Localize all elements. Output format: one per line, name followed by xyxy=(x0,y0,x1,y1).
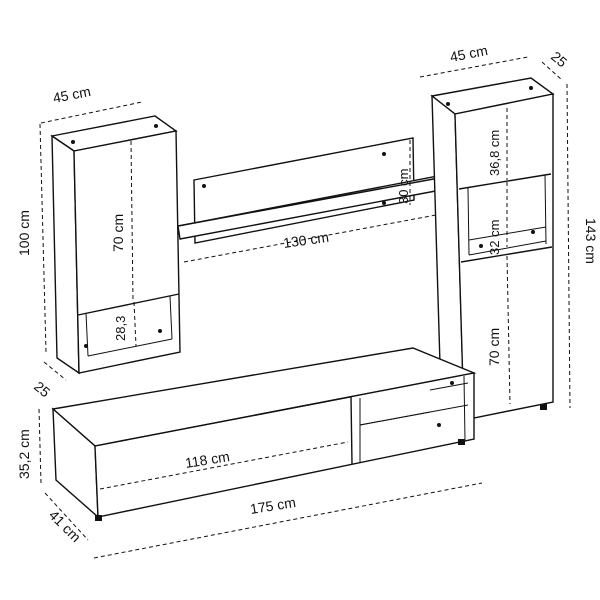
left-cabinet-dot xyxy=(154,124,158,128)
right-cabinet-height-label: 143 cm xyxy=(583,218,599,264)
tv-stand-compartment-right xyxy=(463,375,466,441)
left-wall-cabinet xyxy=(50,115,181,375)
tv-stand-drawer-label: 118 cm xyxy=(184,448,231,471)
tv-stand-shelf-back xyxy=(429,382,469,391)
left-width-dim-line xyxy=(40,101,143,124)
left-cabinet-door-edge xyxy=(77,293,180,316)
right-cabinet-width-label: 45 cm xyxy=(449,42,489,65)
left-depth-dim-line xyxy=(43,361,67,381)
left-cabinet-niche-left xyxy=(85,312,89,357)
right-niche-left xyxy=(467,187,470,256)
tv-stand-depth-label: 41 cm xyxy=(46,507,84,545)
tv-stand-width-label: 175 cm xyxy=(249,494,297,517)
right-cabinet-lower-door-edge xyxy=(460,246,553,263)
right-cabinet-depth-label: 25 xyxy=(548,48,570,70)
shelf-panel-dot xyxy=(202,184,206,188)
tv-stand-foot xyxy=(458,439,465,445)
right-cabinet-front xyxy=(454,93,554,421)
tv-stand-drawer-divider xyxy=(350,396,353,465)
shelf-panel-dot xyxy=(382,201,386,205)
left-cabinet-front xyxy=(73,130,181,374)
tv-stand-dot xyxy=(450,381,454,385)
tv-stand-height-label: 35,2 cm xyxy=(16,429,32,479)
right-width-dim-line xyxy=(419,56,529,78)
right-cabinet-dot xyxy=(529,86,533,90)
tv-width-dim-line xyxy=(93,482,483,559)
right-cabinet-dot xyxy=(479,244,483,248)
right-depth-dim-line xyxy=(541,61,563,81)
tv-depth-dim-line xyxy=(44,492,89,541)
left-cabinet-dot xyxy=(84,344,88,348)
left-niche-dim-line xyxy=(133,301,137,347)
left-cabinet-dot xyxy=(158,329,162,333)
right-cabinet-upper-door-label: 36,8 cm xyxy=(487,130,502,176)
right-cabinet-foot xyxy=(540,404,547,410)
tv-stand-top-front-edge xyxy=(94,396,352,447)
right-lower-door-dim-line xyxy=(506,255,511,405)
tv-stand-foot xyxy=(95,515,102,521)
right-height-dim-line xyxy=(566,83,571,409)
right-cabinet-upper-door-edge xyxy=(458,173,552,190)
shelf-width-label: 130 cm xyxy=(282,229,330,251)
right-cabinet-dot xyxy=(531,230,535,234)
right-tall-cabinet xyxy=(430,77,555,421)
tv-stand-shelf-line xyxy=(359,411,431,426)
shelf-board-front-edge xyxy=(177,177,440,227)
left-door-dim-line xyxy=(130,140,134,301)
tv-stand xyxy=(51,347,477,521)
tv-drawer-dim-line xyxy=(99,441,349,490)
shelf-height-label: 30 cm xyxy=(396,169,411,204)
left-cabinet-niche-back xyxy=(87,338,173,357)
tv-height-dim-line xyxy=(38,408,42,484)
floating-shelf xyxy=(177,137,458,244)
left-height-dim-line xyxy=(39,123,47,353)
left-cabinet-depth-label: 25 xyxy=(31,378,53,400)
right-cabinet-lower-door-label: 70 cm xyxy=(486,328,502,366)
left-cabinet-niche-label: 28,3 xyxy=(113,316,128,341)
shelf-width-dim-line xyxy=(183,214,437,263)
left-cabinet-dot xyxy=(71,140,75,144)
right-niche-back xyxy=(468,240,547,256)
left-cabinet-height-label: 100 cm xyxy=(16,210,32,256)
tv-stand-dot xyxy=(437,423,441,427)
shelf-panel-dot xyxy=(382,152,386,156)
right-cabinet-niche-label: 32 cm xyxy=(487,220,502,255)
left-cabinet-width-label: 45 cm xyxy=(52,83,92,106)
left-cabinet-niche-right xyxy=(169,295,173,340)
right-niche-right xyxy=(544,174,547,245)
right-cabinet-dot xyxy=(446,102,450,106)
left-cabinet-door-label: 70 cm xyxy=(110,214,126,252)
